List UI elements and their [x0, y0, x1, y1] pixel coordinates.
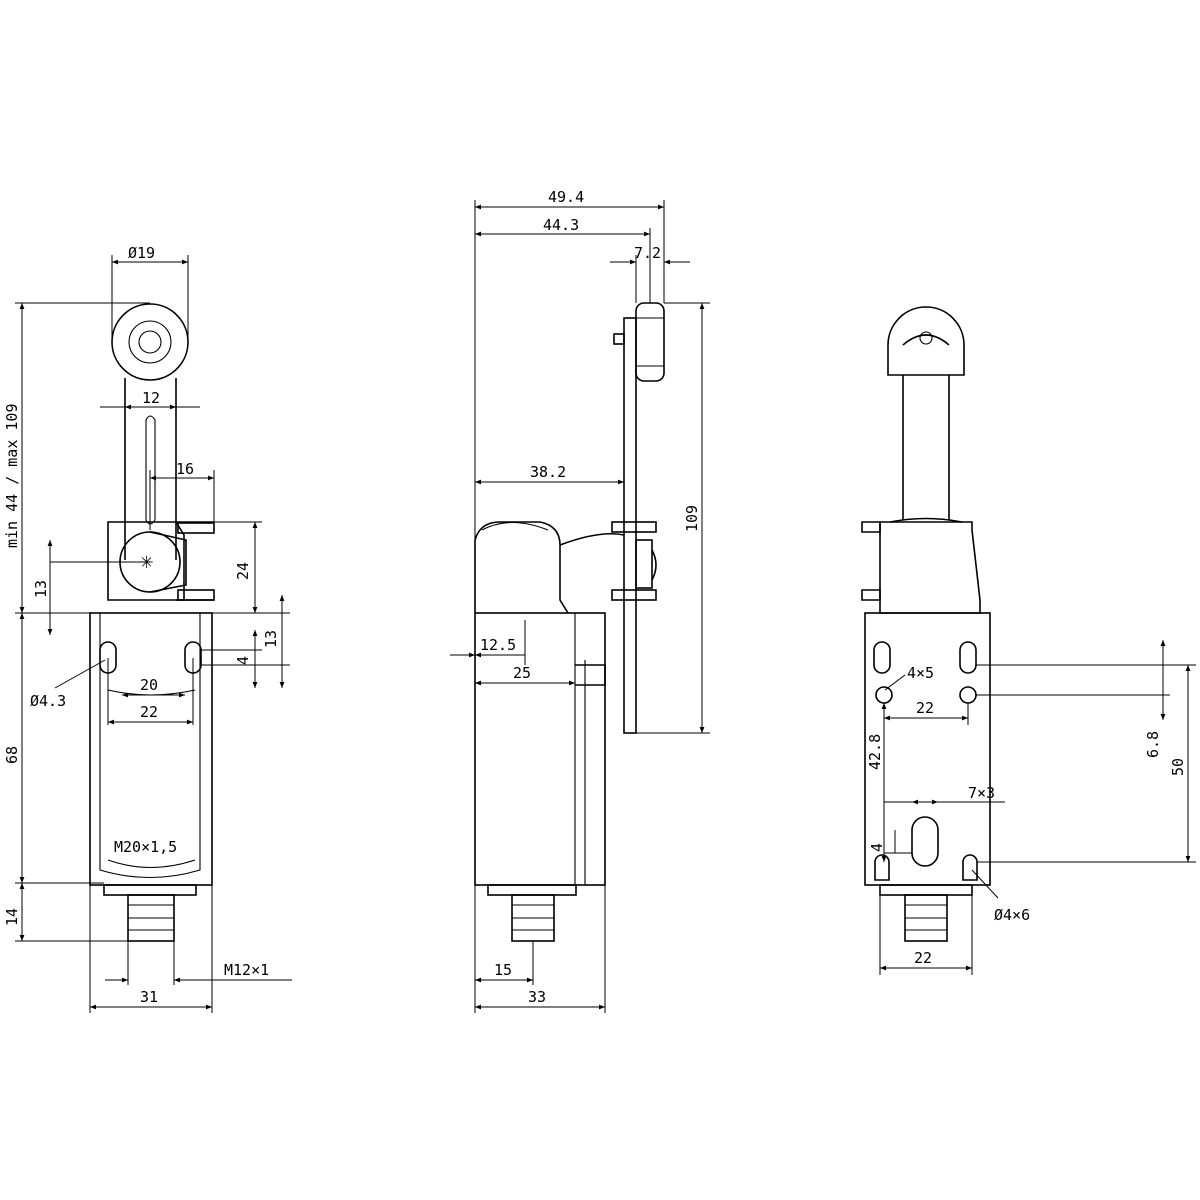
side-dimensions: 49.4 44.3 7.2 109 38.2 12.5 25 15 33 [450, 188, 710, 1013]
dim-body-68: 68 [3, 746, 21, 764]
switch-head [474, 521, 569, 614]
lever-plate [623, 317, 637, 734]
roller-rear [887, 306, 965, 376]
dim-pivot-13: 13 [32, 580, 50, 598]
dim-offset-12-5: 12.5 [480, 636, 516, 654]
roller-outer [111, 303, 189, 381]
dim-arm-width: 12 [142, 389, 160, 407]
dim-roller-width: 7.2 [634, 244, 661, 262]
front-dimensions: Ø19 12 16 min 44 / max 109 13 24 13 4 Ø4… [3, 244, 292, 1013]
dim-rear-pitch: 22 [916, 699, 934, 717]
thread-label: M20×1,5 [114, 838, 177, 856]
dim-body-31: 31 [140, 988, 158, 1006]
dim-pitch-20: 20 [140, 676, 158, 694]
dim-slot-13: 13 [262, 630, 280, 648]
dim-lever-depth: 44.3 [543, 216, 579, 234]
dim-rear-bottom-22: 22 [914, 949, 932, 967]
dim-roller-dia: Ø19 [128, 244, 155, 262]
dim-hole-4x6: Ø4×6 [994, 906, 1030, 924]
dim-slot-4x5: 4×5 [907, 664, 934, 682]
dim-slot-4: 4 [234, 656, 252, 665]
dim-total-depth: 49.4 [548, 188, 584, 206]
dim-slot-7x3: 7×3 [968, 784, 995, 802]
front-view: ✳ [89, 303, 215, 942]
dim-6-8: 6.8 [1144, 731, 1162, 758]
dim-42-8: 42.8 [866, 734, 884, 770]
dim-offset-16: 16 [176, 460, 194, 478]
side-view [474, 302, 665, 942]
dim-hub-24: 24 [234, 562, 252, 580]
dim-50: 50 [1169, 758, 1187, 776]
roller-side [635, 302, 665, 382]
dim-lever-length: 109 [683, 505, 701, 532]
mount-hole-left [99, 641, 117, 674]
dim-rear-4: 4 [868, 843, 886, 852]
dim-plate-offset: 38.2 [530, 463, 566, 481]
dim-connector-14: 14 [3, 908, 21, 926]
dim-arm-range: min 44 / max 109 [3, 404, 21, 549]
dim-body-depth: 33 [528, 988, 546, 1006]
dim-connector-thread: M12×1 [224, 961, 269, 979]
rear-dimensions: 4×5 22 6.8 50 42.8 7×3 4 Ø4×6 22 [866, 640, 1196, 975]
rear-view [861, 306, 991, 942]
rear-slot-7x3 [911, 816, 939, 867]
dim-pitch-22: 22 [140, 703, 158, 721]
dim-offset-25: 25 [513, 664, 531, 682]
dim-connector-offset: 15 [494, 961, 512, 979]
dim-hole-dia: Ø4.3 [30, 692, 66, 710]
